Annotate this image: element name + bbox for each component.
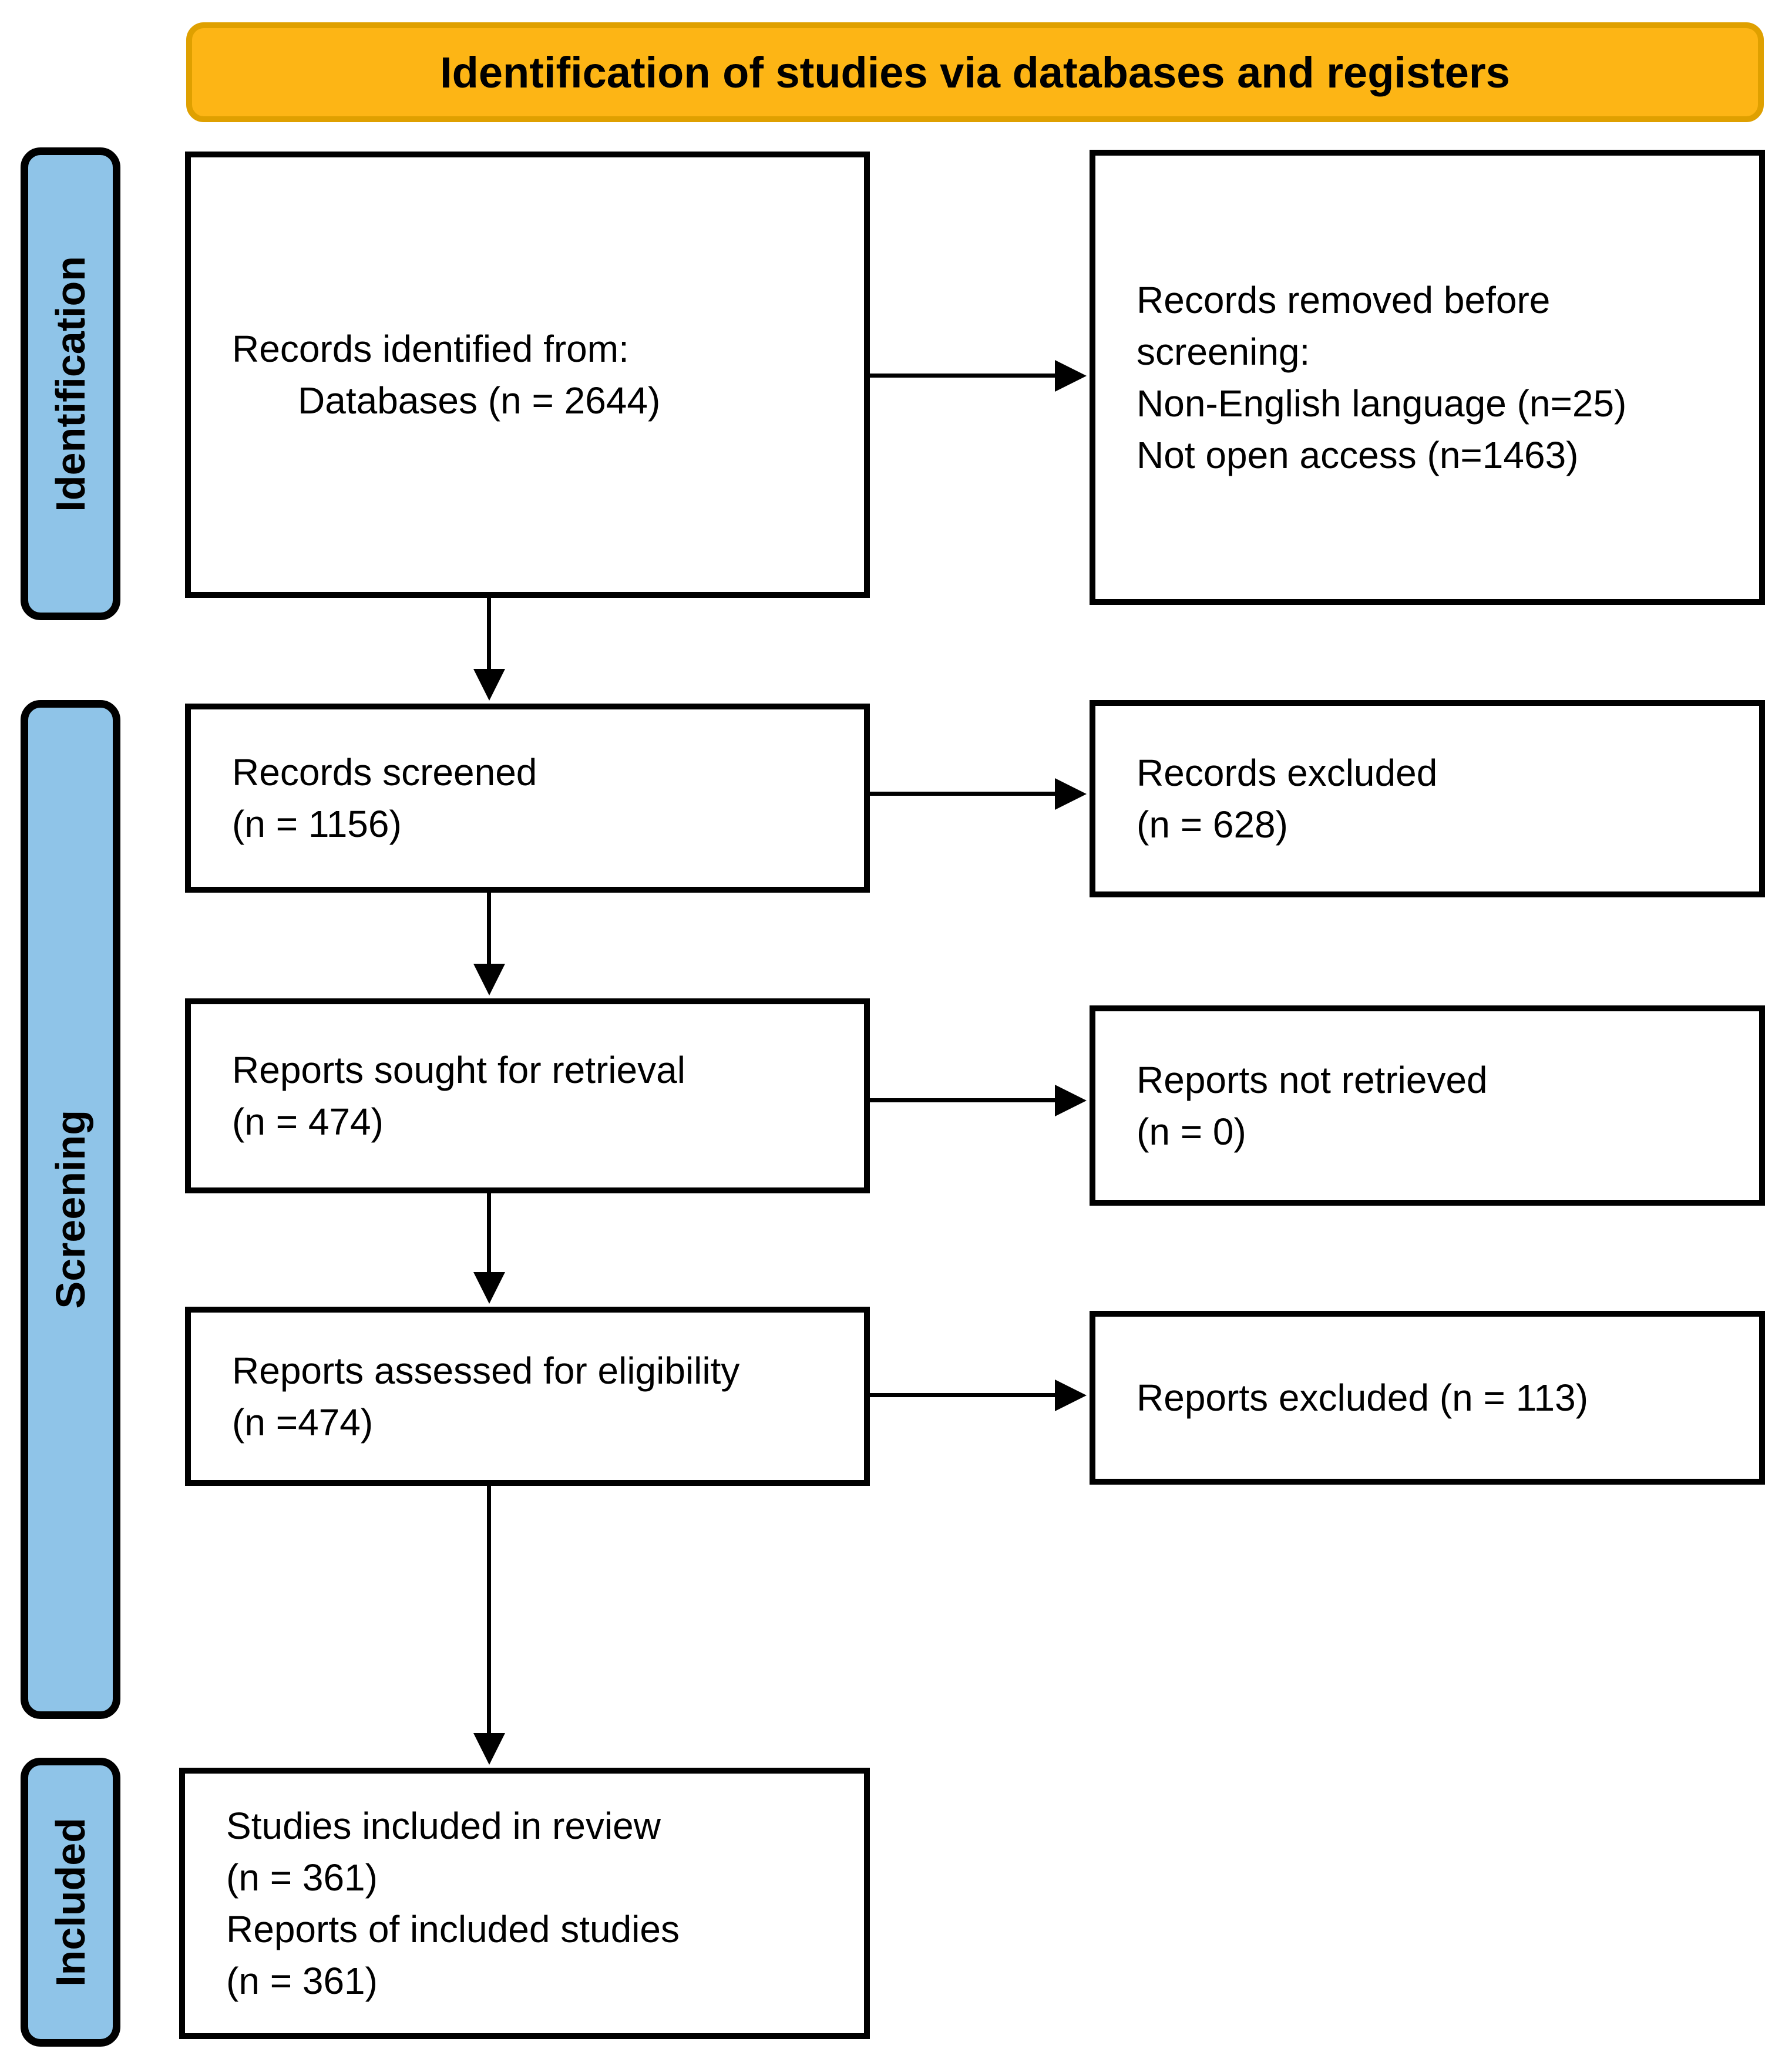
box-reports-not-retrieved: Reports not retrieved (n = 0) — [1090, 1005, 1765, 1206]
box-records-identified: Records identified from: Databases (n = … — [185, 152, 870, 598]
arrowhead-right-icon — [1055, 778, 1087, 810]
box-text-line: (n = 361) — [226, 1856, 378, 1899]
box-text-line: screening: — [1137, 330, 1310, 373]
arrow-sought-to-assessed — [487, 1193, 491, 1273]
box-records-excluded: Records excluded (n = 628) — [1090, 700, 1765, 897]
arrowhead-right-icon — [1055, 1380, 1087, 1411]
box-studies-included: Studies included in review (n = 361) Rep… — [179, 1768, 870, 2039]
box-reports-assessed: Reports assessed for eligibility (n =474… — [185, 1307, 870, 1486]
arrow-sought-to-not-retrieved — [869, 1098, 1056, 1102]
box-text-line: Non-English language (n=25) — [1137, 382, 1627, 425]
box-text-line: Reports assessed for eligibility — [232, 1349, 740, 1392]
box-text-line: Not open access (n=1463) — [1137, 433, 1579, 476]
box-text-line: (n =474) — [232, 1401, 374, 1444]
arrow-screened-to-sought — [487, 893, 491, 965]
arrow-assessed-to-reports-excluded — [869, 1393, 1056, 1397]
box-reports-excluded: Reports excluded (n = 113) — [1090, 1311, 1765, 1485]
arrowhead-down-icon — [473, 964, 505, 995]
box-reports-sought: Reports sought for retrieval (n = 474) — [185, 998, 870, 1193]
stage-label-included-text: Included — [48, 1818, 93, 1987]
arrowhead-right-icon — [1055, 1085, 1087, 1116]
stage-label-screening-text: Screening — [48, 1110, 93, 1309]
arrowhead-down-icon — [473, 1272, 505, 1304]
box-text-line: Studies included in review — [226, 1805, 661, 1847]
arrow-identified-to-removed — [869, 374, 1056, 378]
box-records-removed: Records removed before screening: Non-En… — [1090, 150, 1765, 605]
arrowhead-right-icon — [1055, 360, 1087, 392]
box-text-line: Records identified from: — [232, 328, 629, 370]
arrow-screened-to-excluded — [869, 792, 1056, 796]
box-text-line: Records removed before — [1137, 278, 1551, 321]
stage-label-identification-text: Identification — [48, 255, 93, 512]
box-text-line: (n = 0) — [1137, 1110, 1246, 1153]
box-text-line: (n = 361) — [226, 1960, 378, 2002]
banner-title: Identification of studies via databases … — [440, 48, 1510, 97]
box-records-screened: Records screened (n = 1156) — [185, 704, 870, 893]
box-text-line: Reports sought for retrieval — [232, 1049, 685, 1091]
box-text-line: Reports excluded (n = 113) — [1137, 1377, 1589, 1419]
box-text-line: Databases (n = 2644) — [298, 379, 661, 422]
stage-label-screening: Screening — [21, 700, 120, 1719]
arrow-assessed-to-included — [487, 1486, 491, 1734]
stage-label-identification: Identification — [21, 147, 120, 620]
arrowhead-down-icon — [473, 669, 505, 701]
box-text-line: Records excluded — [1137, 752, 1438, 794]
arrowhead-down-icon — [473, 1733, 505, 1765]
box-text-line: (n = 628) — [1137, 803, 1288, 846]
box-text-line: (n = 1156) — [232, 803, 402, 845]
stage-label-included: Included — [21, 1758, 120, 2047]
box-text-line: Reports of included studies — [226, 1908, 680, 1950]
arrow-identified-to-screened — [487, 598, 491, 670]
box-text-line: (n = 474) — [232, 1101, 384, 1143]
box-text-line: Records screened — [232, 751, 537, 793]
banner-identification-of-studies: Identification of studies via databases … — [186, 22, 1764, 122]
box-text-line: Reports not retrieved — [1137, 1058, 1488, 1101]
